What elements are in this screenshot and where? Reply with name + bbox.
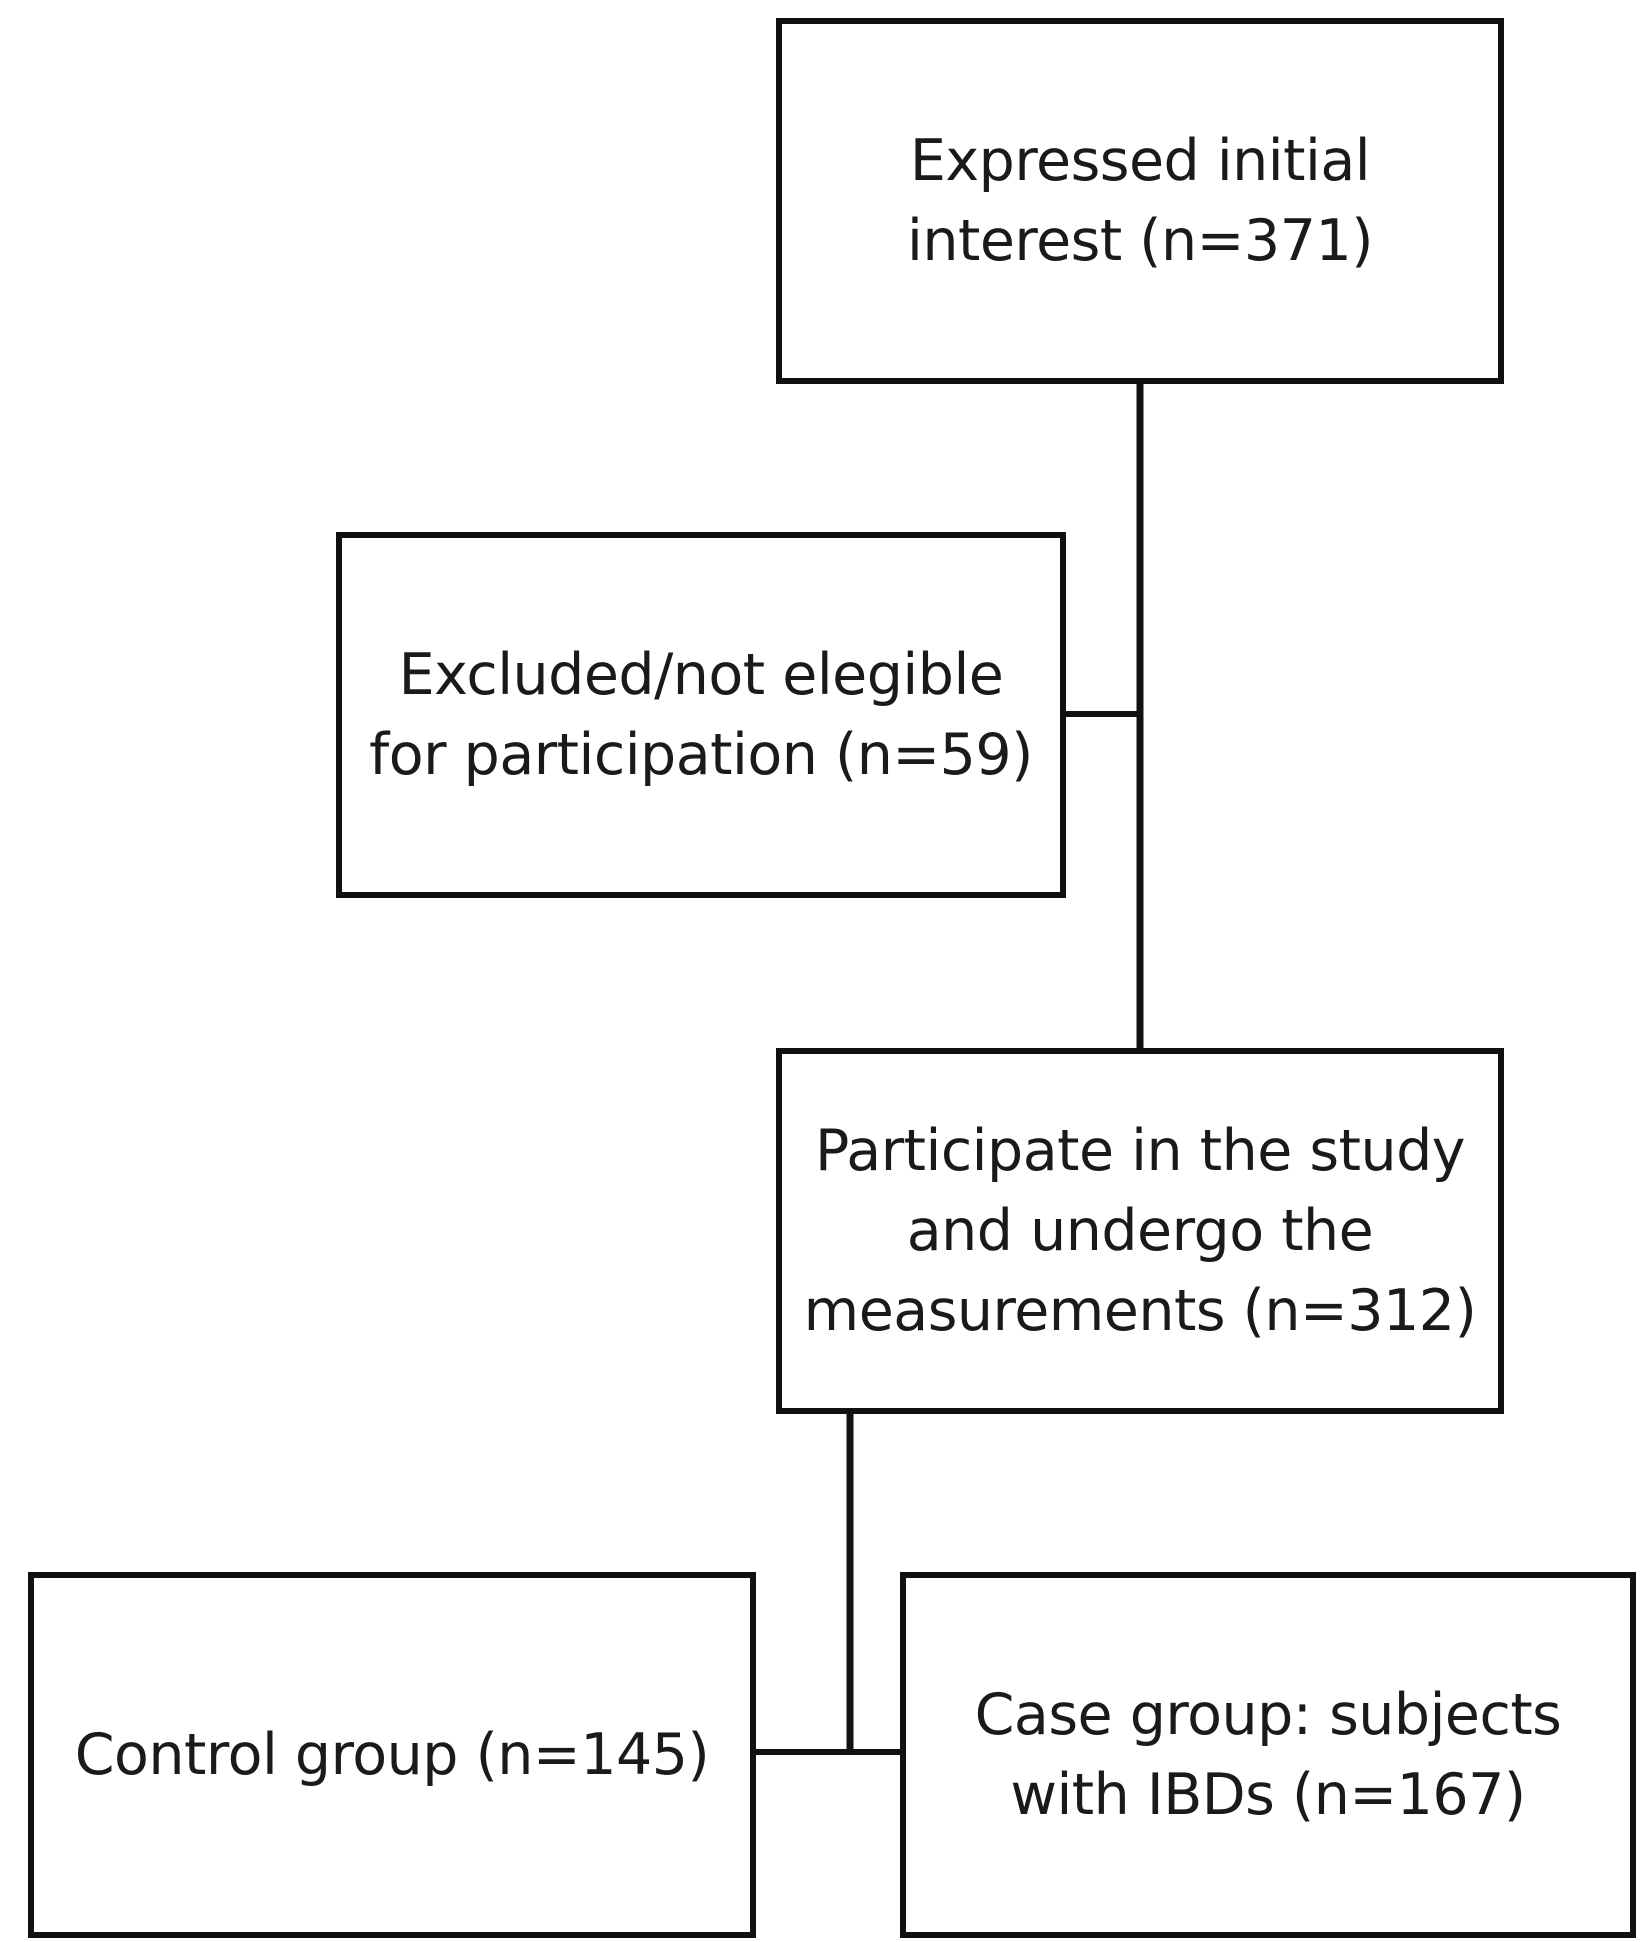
box-case-group: Case group: subjects with IBDs (n=167)	[900, 1572, 1636, 1938]
box-participate: Participate in the study and undergo the…	[776, 1048, 1504, 1414]
box-control-group: Control group (n=145)	[28, 1572, 756, 1938]
box-control-group-label: Control group (n=145)	[74, 1722, 710, 1788]
box-expressed-interest: Expressed initial interest (n=371)	[776, 18, 1504, 384]
box-participate-label: Participate in the study and undergo the…	[803, 1118, 1477, 1344]
box-case-group-label: Case group: subjects with IBDs (n=167)	[974, 1682, 1562, 1828]
box-expressed-interest-label: Expressed initial interest (n=371)	[907, 128, 1373, 274]
box-excluded-label: Excluded/not elegible for participation …	[369, 642, 1033, 788]
box-excluded: Excluded/not elegible for participation …	[336, 532, 1066, 898]
